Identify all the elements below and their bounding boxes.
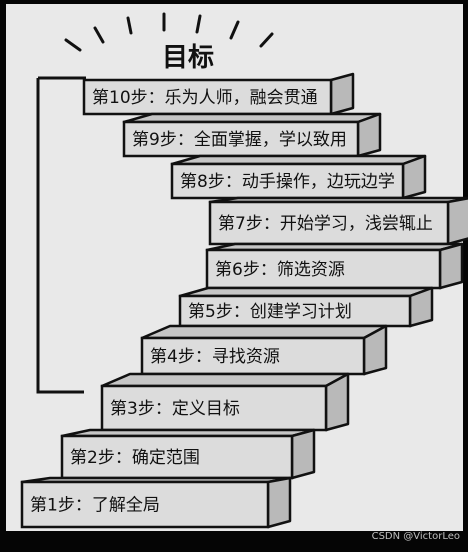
step-8-side (401, 154, 427, 200)
step-5-side (408, 286, 434, 328)
step-5: 第5步：创建学习计划 (178, 286, 434, 328)
step-9-side (356, 112, 382, 158)
step-10-riser (82, 78, 333, 116)
step-6-label: 第6步：筛选资源 (215, 260, 345, 280)
step-2-label: 第2步：确定范围 (70, 448, 200, 468)
step-1-riser (20, 480, 270, 529)
step-8: 第8步：动手操作，边玩边学 (170, 154, 427, 200)
step-3-tread (100, 372, 350, 388)
steps-layer: 第10步：乐为人师，融会贯通第9步：全面掌握，学以致用第8步：动手操作，边玩边学… (20, 72, 468, 529)
step-10: 第10步：乐为人师，融会贯通 (82, 72, 355, 116)
step-7-side (446, 197, 468, 246)
step-4-label: 第4步：寻找资源 (150, 347, 280, 367)
step-5-label: 第5步：创建学习计划 (188, 302, 352, 322)
step-1: 第1步：了解全局 (20, 476, 292, 529)
goal-rays (64, 12, 274, 52)
step-3-riser (100, 384, 328, 432)
step-10-label: 第10步：乐为人师，融会贯通 (92, 88, 318, 108)
step-8-riser (170, 162, 405, 200)
back-wall (36, 78, 84, 394)
step-6-side (438, 242, 464, 290)
step-6: 第6步：筛选资源 (205, 242, 464, 290)
step-4-tread (140, 324, 388, 340)
step-3-label: 第3步：定义目标 (110, 399, 240, 419)
step-3: 第3步：定义目标 (100, 372, 350, 432)
step-7-label: 第7步：开始学习，浅尝辄止 (218, 214, 433, 234)
step-4: 第4步：寻找资源 (140, 324, 388, 376)
step-2-side (290, 428, 316, 480)
step-9: 第9步：全面掌握，学以致用 (122, 112, 382, 158)
step-1-label: 第1步：了解全局 (30, 496, 160, 516)
step-10-side (329, 72, 355, 116)
step-1-side (266, 476, 292, 529)
step-2: 第2步：确定范围 (60, 428, 316, 480)
step-9-label: 第9步：全面掌握，学以致用 (132, 130, 347, 150)
step-7: 第7步：开始学习，浅尝辄止 (208, 196, 468, 246)
goal-title: 目标 (162, 43, 214, 73)
step-4-riser (140, 336, 366, 376)
step-5-riser (178, 294, 412, 328)
step-6-riser (205, 248, 442, 290)
watermark: CSDN @VictorLeo (371, 531, 460, 542)
step-8-label: 第8步：动手操作，边玩边学 (180, 172, 395, 192)
